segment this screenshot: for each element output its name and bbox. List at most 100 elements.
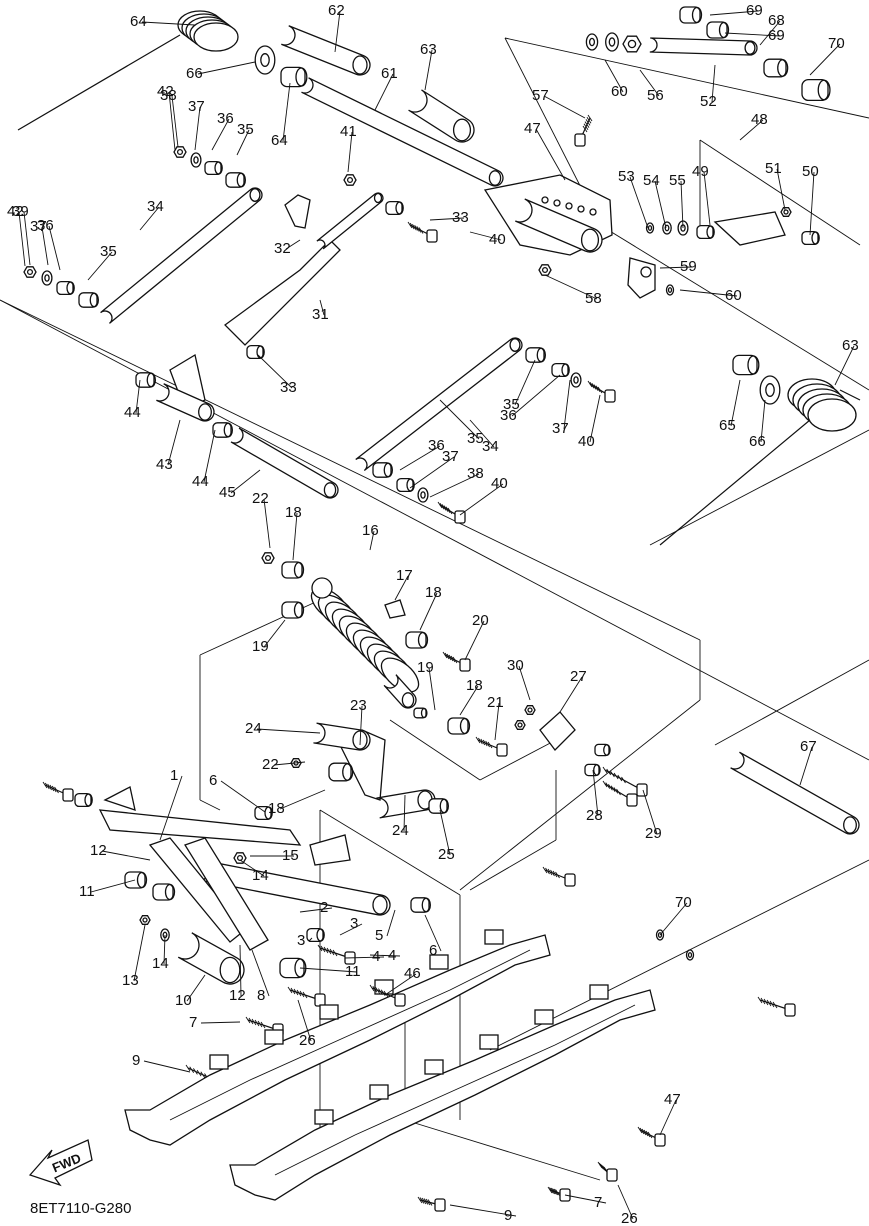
collar-part-24 <box>376 789 436 819</box>
nut-part <box>780 207 792 217</box>
bolt-thread <box>302 991 308 999</box>
callout-number: 63 <box>842 337 859 354</box>
nut-part <box>261 552 275 564</box>
bolt-thread <box>769 1000 775 1008</box>
callout-number: 66 <box>186 65 203 82</box>
bolt-head <box>496 743 508 757</box>
callout-leader <box>429 473 480 498</box>
callout-leader <box>369 530 375 551</box>
callout-leader <box>141 21 196 26</box>
callout-leader <box>403 794 406 832</box>
bolt-thread <box>757 996 763 1004</box>
callout-leader <box>469 231 502 241</box>
callout-number: 53 <box>618 168 635 185</box>
bolt-thread <box>260 1021 266 1029</box>
callout-leader <box>629 176 649 229</box>
bushing-part <box>135 372 155 388</box>
callout-leader <box>369 954 401 957</box>
callout-number: 45 <box>219 484 236 501</box>
bolt-thread <box>555 871 560 879</box>
callout-leader <box>680 180 684 229</box>
callout-number: 40 <box>491 475 508 492</box>
bolt-thread <box>409 222 415 230</box>
diagram-code: 8ET7110-G280 <box>30 1200 131 1217</box>
bolt-thread <box>320 945 326 953</box>
callout-number: 69 <box>746 2 763 19</box>
callout-number: 34 <box>147 198 164 215</box>
bushing-bore <box>593 764 601 776</box>
rod-end <box>249 188 261 202</box>
callout-number: 63 <box>420 41 437 58</box>
callout-leader <box>799 746 813 786</box>
shock-upper-eye <box>311 577 333 599</box>
callout-leader <box>564 1194 607 1204</box>
bolt-thread <box>51 785 57 793</box>
bushing-bore <box>164 883 176 901</box>
callout-number: 12 <box>90 842 107 859</box>
bushing-part <box>328 762 352 782</box>
bushing-bore <box>236 172 247 188</box>
washer-part <box>41 270 53 286</box>
bolt-thread <box>643 1129 649 1137</box>
bolt-thread <box>593 384 599 391</box>
callout-leader <box>257 354 293 389</box>
callout-leader <box>386 909 396 937</box>
bushing-part <box>551 362 569 378</box>
callout-number: 36 <box>428 437 445 454</box>
bolt-thread <box>446 653 452 661</box>
rail-tab <box>424 1059 444 1075</box>
bolt-thread <box>478 737 483 745</box>
bushing-bore <box>420 707 428 719</box>
rod-end <box>219 956 241 984</box>
nut-hole <box>541 266 549 274</box>
bolt-head <box>459 658 471 672</box>
bushing-part <box>74 792 92 808</box>
washer-part <box>417 487 429 503</box>
callout-number: 26 <box>299 1032 316 1049</box>
diagram-frame-lines <box>0 37 869 1181</box>
callout-leader <box>48 225 61 271</box>
bushing-bore <box>316 928 325 942</box>
washer-part <box>605 32 619 52</box>
callout-leader <box>760 399 766 443</box>
bolt-thread <box>602 780 608 788</box>
rod-end <box>744 41 756 55</box>
bolt-thread <box>545 867 550 875</box>
bolt-thread <box>49 784 55 792</box>
callout-leader <box>429 217 465 221</box>
callout-leader <box>101 850 151 861</box>
callout-number: 42 <box>157 83 174 100</box>
collar-part <box>732 354 758 376</box>
callout-number: 17 <box>396 567 413 584</box>
callout-leader <box>90 879 136 893</box>
callout-leader <box>41 226 49 266</box>
bolt-thread <box>763 998 769 1006</box>
bushing-bore <box>777 59 789 77</box>
callout-leader <box>639 69 660 97</box>
washer-part <box>190 152 202 168</box>
bushing-part <box>372 462 392 478</box>
bushing-bore <box>439 798 450 814</box>
sleeve-part-60 <box>408 89 475 143</box>
callout-leader <box>135 379 141 414</box>
callout-leader <box>347 131 353 173</box>
nut-hole <box>346 176 354 184</box>
bolt-thread <box>552 870 558 878</box>
bolt-thread <box>378 988 383 995</box>
bolt-thread <box>647 1131 653 1139</box>
callout-leader <box>308 937 313 942</box>
nut-hole <box>517 722 523 728</box>
callout-leader <box>263 619 286 648</box>
bolt-thread <box>414 225 419 232</box>
bolt-thread <box>407 221 413 229</box>
callout-leader <box>679 289 738 297</box>
callout-number: 8 <box>257 987 265 1004</box>
bolt-thread <box>42 781 48 789</box>
callout-leader <box>592 769 599 817</box>
callout-number: 22 <box>262 756 279 773</box>
callout-leader <box>200 1021 241 1024</box>
callout-leader <box>419 592 438 631</box>
bushing-bore <box>459 717 471 735</box>
clip-part-17 <box>384 599 406 619</box>
